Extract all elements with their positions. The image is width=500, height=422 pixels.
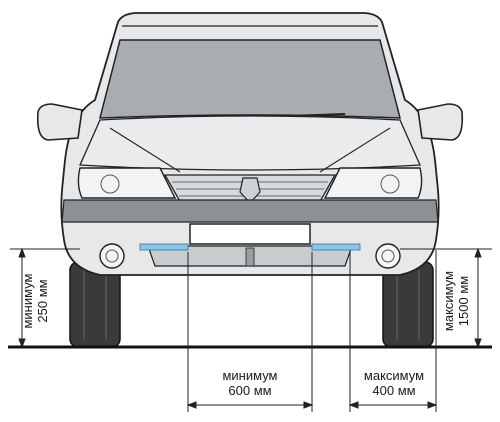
emblem [239,177,261,204]
windshield [99,39,401,119]
right-headlight [323,167,423,199]
ground-clearance-label: минимум 250 мм [20,271,52,331]
license-plate [189,223,311,245]
edge-distance-line2: 400 мм [372,383,416,398]
ground-clearance-line1: минимум [20,273,35,329]
center-distance-label: минимум 600 мм [200,368,300,398]
left-indicator-lamp [139,243,189,251]
right-fog-light [375,243,401,269]
ground-clearance-line2: 250 мм [35,279,50,323]
left-headlight-lens [100,174,120,194]
light-height-line2: 1500 мм [456,275,471,327]
center-distance-line2: 600 мм [228,383,272,398]
light-height-dimension [400,247,492,349]
edge-distance-label: максимум 400 мм [351,368,437,398]
left-mirror [36,103,83,141]
ground-clearance-dimension [10,247,80,349]
light-height-line1: максимум [441,270,456,332]
edge-distance-line1: максимум [363,368,425,383]
hood [79,115,421,171]
center-distance-dimension [186,252,314,412]
tires [69,261,434,348]
left-fog-light [99,243,125,269]
lower-emblem-mark [245,247,255,267]
hood-crease-left [109,127,181,173]
right-indicator-lamp [311,243,361,251]
edge-distance-dimension [348,250,438,412]
right-mirror [417,103,464,141]
hood-crease-right [319,127,391,173]
center-distance-line1: минимум [222,368,278,383]
right-headlight-lens [380,174,400,194]
left-headlight [77,167,177,199]
bumper-strip [61,199,439,223]
light-height-label: максимум 1500 мм [441,268,473,334]
